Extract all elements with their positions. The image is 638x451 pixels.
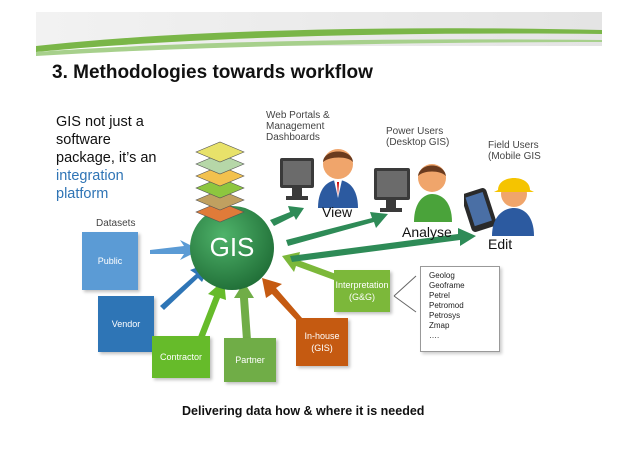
interpretation-apps-list: Geolog Geoframe Petrel Petromod Petrosys…: [420, 266, 500, 352]
dataset-inhouse-sub: (GIS): [311, 343, 333, 353]
list-item: Zmap: [429, 321, 450, 330]
gis-hub-circle: [190, 206, 274, 290]
view-label: View: [322, 204, 353, 220]
list-connector: [393, 275, 417, 297]
list-item: Petrosys: [429, 311, 461, 320]
banner-green-stripe: [36, 28, 602, 52]
arrow-vendor: [160, 262, 212, 310]
arrow-public: [150, 240, 200, 260]
header-banner: [36, 12, 602, 56]
arrow-to-analyse: [286, 212, 388, 246]
analyse-label: Analyse: [402, 224, 452, 240]
field-user-figure: [464, 178, 534, 236]
dataset-public-label: Public: [97, 256, 123, 266]
list-item: Petromod: [429, 301, 464, 310]
power-users-label: Power Users (Desktop GIS): [386, 126, 450, 148]
person-icon: [414, 194, 452, 222]
caption: Delivering data how & where it is needed: [182, 404, 425, 418]
list-item: ….: [429, 331, 440, 340]
arrow-to-view: [270, 206, 304, 226]
dataset-public: Public: [82, 232, 138, 290]
intro-text-highlight: integration platform: [56, 168, 124, 202]
web-users-label: Web Portals & Management Dashboards: [266, 110, 330, 143]
arrow-partner: [234, 282, 254, 340]
edit-label: Edit: [488, 236, 513, 252]
web-user-figure: [280, 149, 358, 208]
list-item: Geoframe: [429, 281, 465, 290]
hard-hat-icon: [494, 178, 534, 192]
dataset-contractor-label: Contractor: [159, 352, 203, 362]
dataset-vendor-label: Vendor: [111, 319, 141, 329]
power-user-figure: [374, 164, 452, 222]
arrow-contractor: [196, 280, 226, 344]
intro-text-main: GIS not just a software package, it’s an: [56, 114, 157, 166]
person-icon: [492, 208, 534, 236]
slide-title: 3. Methodologies towards workflow: [52, 62, 373, 83]
datasets-label: Datasets: [96, 218, 136, 229]
intro-text: GIS not just a software package, it’s an…: [56, 113, 166, 203]
dataset-inhouse: In-house (GIS): [296, 318, 348, 366]
dataset-partner: Partner: [224, 338, 276, 382]
gis-hub-label: GIS: [209, 232, 255, 262]
dataset-vendor: Vendor: [98, 296, 154, 352]
arrow-inhouse: [262, 278, 302, 322]
dataset-partner-label: Partner: [235, 355, 265, 365]
dataset-interpretation: Interpretation (G&G): [334, 270, 390, 312]
list-item: Geolog: [429, 271, 455, 280]
layer-stack-icon: [195, 141, 245, 223]
banner-light-stripe: [36, 39, 602, 56]
dataset-interpretation-label: Interpretation: [335, 280, 389, 290]
arrow-to-edit: [290, 228, 476, 262]
list-item: Petrel: [429, 291, 450, 300]
field-users-label: Field Users (Mobile GIS: [488, 140, 541, 162]
dataset-interpretation-sub: (G&G): [349, 292, 375, 302]
dataset-contractor: Contractor: [152, 336, 210, 378]
dataset-inhouse-label: In-house: [304, 331, 340, 341]
